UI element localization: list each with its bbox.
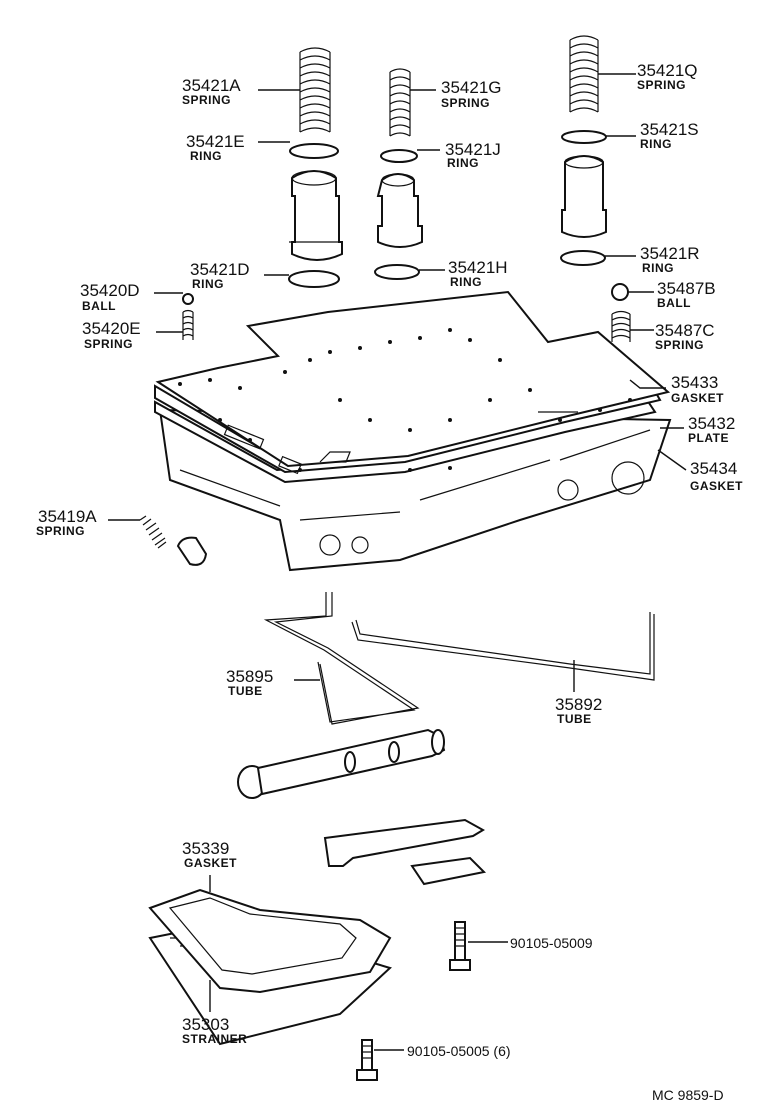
label-35421s-part: 35421S [640,120,699,139]
label-35421e-desc: RING [190,149,222,163]
label-35433: 35433 GASKET [671,373,724,405]
label-35487c-part: 35487C [655,321,715,340]
bolt-90105-05005-drawing [356,1039,378,1081]
label-35419a-desc: SPRING [36,524,85,538]
label-35420d: 35420D BALL [80,281,140,313]
label-35421r-desc: RING [642,261,674,275]
ball-35420d-drawing [182,293,194,305]
valve-body-drawing [154,290,672,572]
label-35895-desc: TUBE [228,684,263,698]
label-35421j-desc: RING [447,156,479,170]
tube-35892-drawing [351,612,655,681]
label-35421a: 35421A SPRING [182,76,241,107]
label-35432: 35432 PLATE [688,414,735,445]
label-35432-part: 35432 [688,414,735,433]
label-35421h: 35421H RING [448,258,508,289]
label-35420e-desc: SPRING [84,337,133,351]
label-35432-desc: PLATE [688,431,729,445]
ring-35421r-drawing [560,250,606,266]
valve-sleeve-right-drawing [561,155,607,238]
ring-35421j-drawing [380,149,418,163]
bolt-90105-05009-drawing [449,921,471,971]
label-35339-part: 35339 [182,839,229,858]
ball-35487b-drawing [611,283,629,301]
label-35895-part: 35895 [226,667,273,686]
gasket-35339-drawing [148,888,392,994]
label-35303-desc: STRAINER [182,1032,247,1046]
ring-35421s-drawing [561,130,607,144]
label-90105-05009: 90105-05009 [510,935,593,951]
tube-35895-drawing [263,592,420,725]
label-35419a-part: 35419A [38,507,97,526]
label-35420e-part: 35420E [82,319,141,338]
valve-sleeve-middle-drawing [376,173,423,248]
label-35892: 35892 TUBE [555,695,602,726]
label-35433-part: 35433 [671,373,718,392]
detent-spring-drawing [323,818,485,867]
spring-35487c-drawing [611,310,631,342]
valve-sleeve-left-drawing [289,170,343,261]
label-35421h-desc: RING [450,275,482,289]
label-35487b: 35487B BALL [657,279,716,310]
label-35421a-desc: SPRING [182,93,231,107]
lock-plate-drawing [410,856,487,886]
ring-35421e-drawing [289,143,339,159]
label-35421h-part: 35421H [448,258,508,277]
ring-35421d-drawing [288,270,340,288]
label-35421q: 35421Q SPRING [637,61,698,92]
plug-drawing [176,536,208,566]
gasket-holes [178,328,632,472]
label-35421j: 35421J RING [445,140,501,170]
label-35433-desc: GASKET [671,391,724,405]
label-35421q-desc: SPRING [637,78,686,92]
spring-35421g-drawing [389,68,411,137]
label-35421d-desc: RING [192,277,224,291]
label-35421d-part: 35421D [190,260,250,279]
label-35487c-desc: SPRING [655,338,704,352]
label-35487b-desc: BALL [657,296,691,310]
label-35421s: 35421S RING [640,120,699,151]
label-35421g-part: 35421G [441,78,502,97]
label-35421g-desc: SPRING [441,96,490,110]
label-35421r: 35421R RING [640,244,700,275]
label-35339-desc: GASKET [184,856,237,870]
spring-35420e-drawing [182,309,194,340]
label-35420e: 35420E SPRING [82,319,141,351]
label-35339: 35339 GASKET [182,839,237,870]
label-35434-desc: GASKET [690,479,743,493]
label-35420d-desc: BALL [82,299,116,313]
label-35421a-part: 35421A [182,76,241,95]
label-35421e: 35421E RING [186,132,245,163]
diagram-reference-code: MC 9859-D [652,1087,724,1103]
label-90105-05005: 90105-05005 (6) [407,1043,511,1059]
label-35421g: 35421G SPRING [441,78,502,110]
spring-35421q-drawing [569,35,599,113]
label-35434-part: 35434 [690,459,737,478]
label-35421j-part: 35421J [445,140,501,159]
label-35892-part: 35892 [555,695,602,714]
label-35487c: 35487C SPRING [655,321,715,352]
label-35421r-part: 35421R [640,244,700,263]
label-35420d-part: 35420D [80,281,140,300]
label-35421q-part: 35421Q [637,61,698,80]
label-35421d: 35421D RING [190,260,250,291]
label-35303-part: 35303 [182,1015,229,1034]
label-35487b-part: 35487B [657,279,716,298]
label-35303: 35303 STRAINER [182,1015,247,1046]
label-35419a: 35419A SPRING [36,507,97,538]
ring-35421h-drawing [374,264,420,280]
spring-35421a-drawing [299,47,331,133]
label-35421e-part: 35421E [186,132,245,151]
leader-lines [108,73,687,1051]
label-35895: 35895 TUBE [226,667,273,698]
label-35421s-desc: RING [640,137,672,151]
label-35434: 35434 GASKET [690,459,743,493]
spring-35419a-drawing [139,515,167,549]
manual-valve-drawing [237,728,446,799]
label-35892-desc: TUBE [557,712,592,726]
